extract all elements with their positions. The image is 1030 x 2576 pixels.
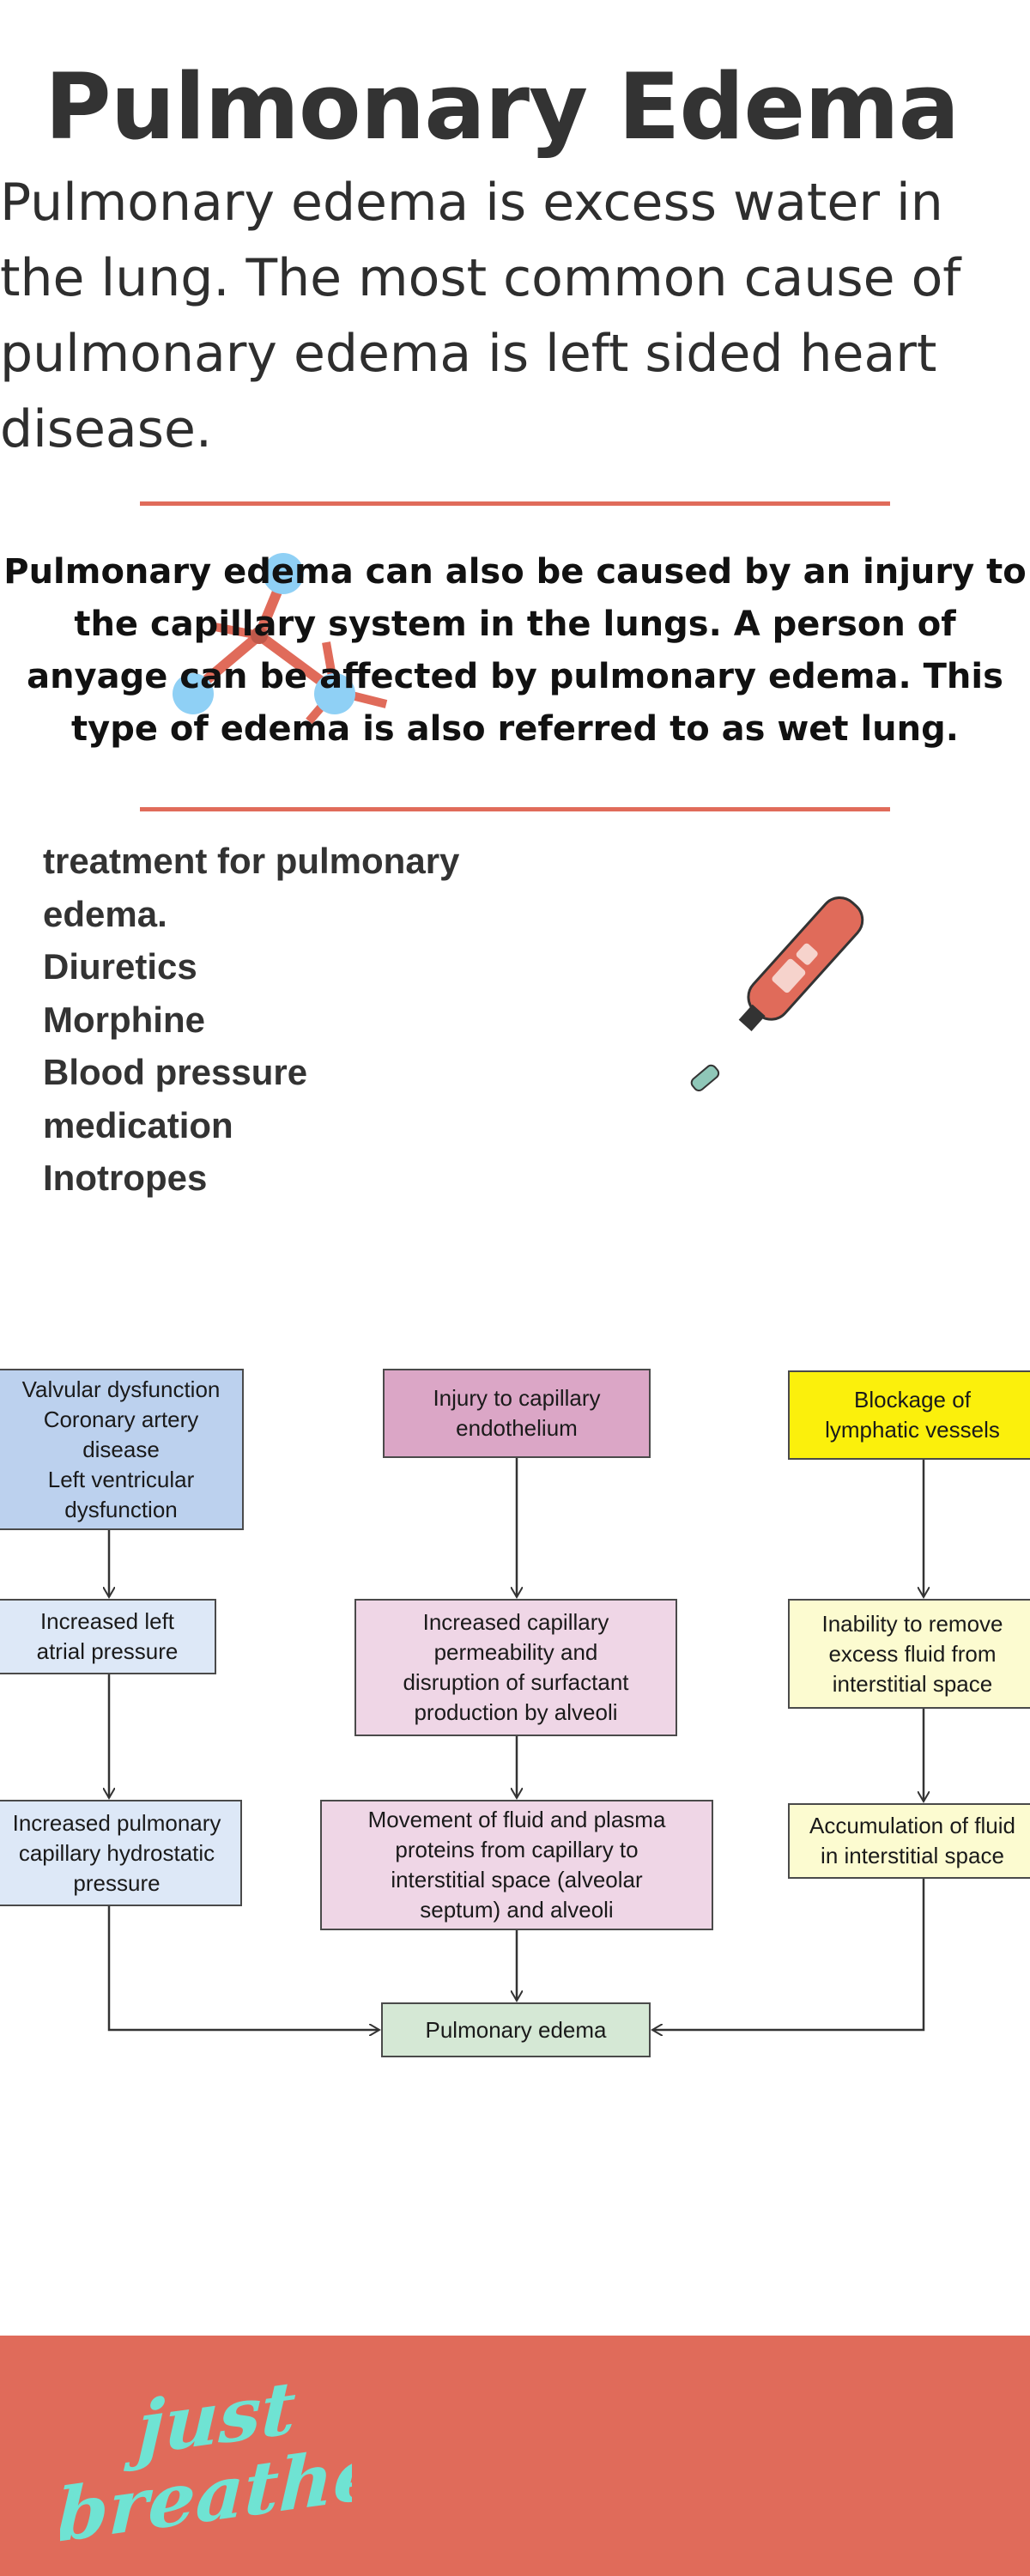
treatment-item: Inotropes <box>43 1157 208 1198</box>
treatment-item: medication <box>43 1104 233 1145</box>
treatment-item: Morphine <box>43 999 205 1040</box>
flow-box-fluid-accumulation: Accumulation of fluid in interstitial sp… <box>788 1803 1030 1879</box>
treatment-list: treatment for pulmonary edema. Diuretics… <box>43 835 524 1205</box>
flow-box-fluid-removal: Inability to remove excess fluid from in… <box>788 1599 1030 1709</box>
page-title: Pulmonary Edema <box>45 54 960 160</box>
treatment-heading-2: edema. <box>43 893 167 934</box>
just-breathe-logo: just breathe <box>60 2365 352 2550</box>
divider-top <box>140 501 890 506</box>
footer-band <box>0 2336 1030 2576</box>
flow-box-capillary-injury: Injury to capillary endothelium <box>383 1369 651 1458</box>
flow-box-left-atrial-pressure: Increased left atrial pressure <box>0 1599 216 1674</box>
treatment-heading-1: treatment for pulmonary <box>43 841 460 881</box>
treatment-item: Blood pressure <box>43 1052 308 1092</box>
flow-box-pulmonary-edema: Pulmonary edema <box>381 2002 651 2057</box>
flow-box-fluid-movement: Movement of fluid and plasma proteins fr… <box>320 1800 713 1930</box>
flowchart-arrows <box>0 1458 1030 2069</box>
molecule-icon <box>173 553 388 725</box>
flow-box-lymphatic-blockage: Blockage of lymphatic vessels <box>788 1370 1030 1460</box>
flow-box-capillary-permeability: Increased capillary permeability and dis… <box>354 1599 677 1736</box>
flow-box-causes-cardiac: Valvular dysfunction Coronary artery dis… <box>0 1369 244 1530</box>
flow-box-hydrostatic-pressure: Increased pulmonary capillary hydrostati… <box>0 1800 242 1906</box>
glucose-pen-icon <box>690 896 864 1091</box>
injury-paragraph: Pulmonary edema can also be caused by an… <box>3 552 1027 749</box>
divider-bottom <box>140 807 890 811</box>
intro-paragraph: Pulmonary edema is excess water in the l… <box>0 173 961 459</box>
treatment-item: Diuretics <box>43 946 197 987</box>
